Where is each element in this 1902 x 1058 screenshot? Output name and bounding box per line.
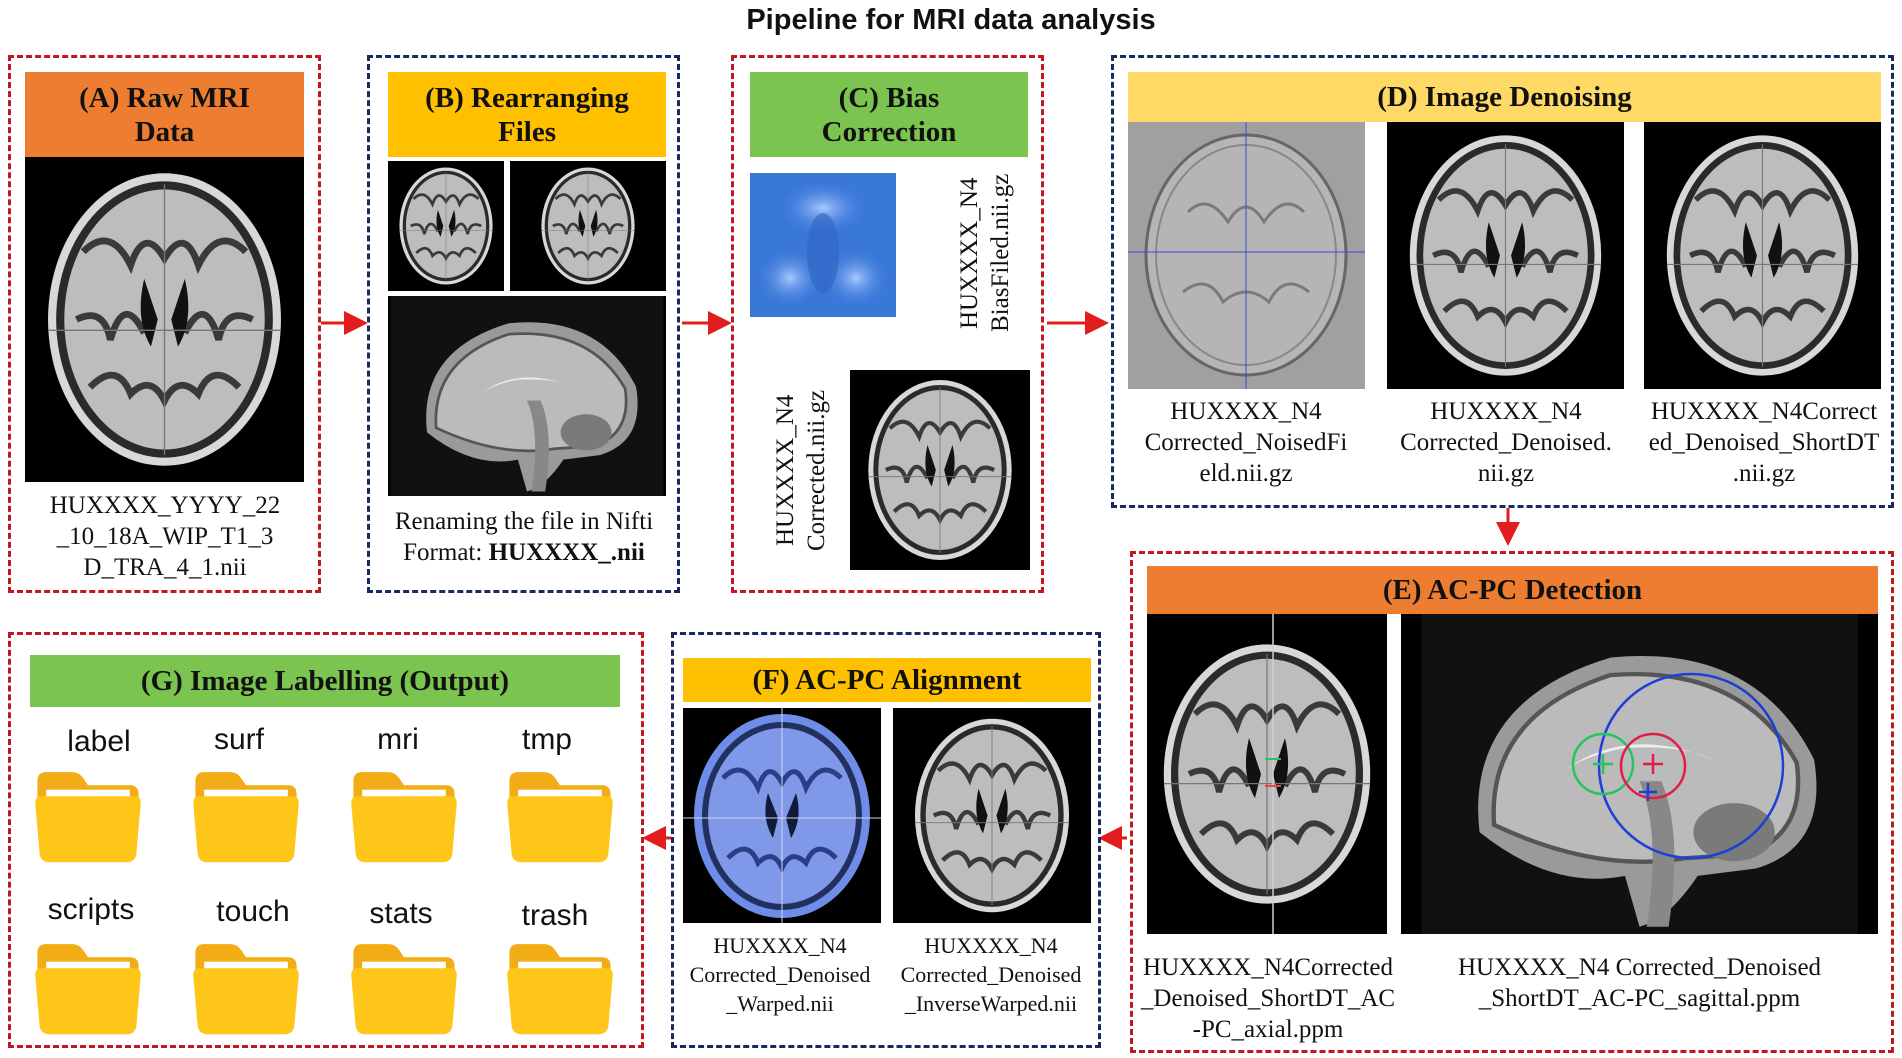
panel-e-header: (E) AC-PC Detection	[1147, 566, 1878, 614]
folder-label-surf: surf	[213, 723, 264, 756]
folder-label-label: label	[67, 725, 131, 758]
acpc-sagittal-caption: HUXXXX_N4 Corrected_Denoised _ShortDT_AC…	[1457, 954, 1822, 1012]
folder-scripts[interactable]	[33, 937, 143, 1037]
folder-trash[interactable]	[505, 937, 615, 1037]
acpc-sagittal-image	[1401, 614, 1878, 934]
folder-label-tmp: tmp	[521, 723, 572, 756]
folder-label[interactable]	[33, 765, 143, 865]
folder-label-scripts: scripts	[47, 893, 135, 926]
folder-icon	[35, 772, 141, 863]
denoise-caption-3: HUXXXX_N4Correct ed_Denoised_ShortDT .ni…	[1648, 398, 1880, 487]
panel-acpc-alignment: (F) AC-PC Alignment HUXXXX_N4 Corrected_…	[671, 632, 1101, 1048]
panel-b-header: (B) Rearranging Files	[388, 72, 666, 157]
denoise-caption-2: HUXXXX_N4 Corrected_Denoised. nii.gz	[1400, 398, 1612, 487]
panel-g-header: (G) Image Labelling (Output)	[30, 655, 620, 707]
folder-icon	[193, 772, 299, 863]
warped-caption: HUXXXX_N4 Corrected_Denoised _Warped.nii	[689, 933, 871, 1016]
folder-label-touch: touch	[216, 895, 290, 928]
folder-touch[interactable]	[191, 937, 301, 1037]
folder-icon	[193, 944, 299, 1035]
raw-mri-axial-image	[25, 157, 304, 482]
folder-tmp[interactable]	[505, 765, 615, 865]
corrected-axial-image	[850, 370, 1030, 570]
bias-field-image	[750, 173, 896, 317]
panel-bias-correction: (C) Bias Correction HUXXXX_N4 BiasFiled.…	[731, 55, 1044, 593]
corrected-label: HUXXXX_N4 Corrected.nii.gz	[772, 389, 830, 551]
folder-label-trash: trash	[521, 899, 589, 932]
panel-b-caption: Renaming the file in Nifti Format: HUXXX…	[394, 508, 654, 566]
page-title: Pipeline for MRI data analysis	[746, 4, 1156, 36]
panel-image-denoising: (D) Image Denoising HUXXXX_N4 Corrected_…	[1111, 55, 1894, 508]
panel-raw-mri: (A) Raw MRI Data HUXXXX_YYYY_22 _10_18A_…	[8, 55, 321, 593]
folder-icon	[35, 944, 141, 1035]
folder-icon	[351, 772, 457, 863]
folder-label-mri: mri	[377, 723, 419, 756]
folder-icon	[507, 944, 613, 1035]
inverse-warped-image	[893, 708, 1091, 923]
folder-surf[interactable]	[191, 765, 301, 865]
folder-icon	[507, 772, 613, 863]
warped-image	[683, 708, 881, 923]
sagittal-image	[388, 296, 666, 496]
panel-rearranging-files: (B) Rearranging Files Renaming the file …	[367, 55, 680, 593]
denoise-caption-1: HUXXXX_N4 Corrected_NoisedFi eld.nii.gz	[1144, 398, 1348, 487]
acpc-axial-caption: HUXXXX_N4Corrected _Denoised_ShortDT_AC …	[1140, 954, 1396, 1043]
acpc-axial-image	[1147, 614, 1387, 934]
denoised-image	[1387, 122, 1624, 389]
coronal-thumbnail-image	[510, 161, 666, 291]
panel-a-caption: HUXXXX_YYYY_22 _10_18A_WIP_T1_3 D_TRA_4_…	[49, 492, 281, 581]
inverse-warped-caption: HUXXXX_N4 Corrected_Denoised _InverseWar…	[900, 933, 1082, 1016]
axial-thumbnail-image	[388, 161, 504, 291]
panel-acpc-detection: (E) AC-PC Detection HUXXXX_N4Corrected _…	[1130, 551, 1894, 1053]
folder-mri[interactable]	[349, 765, 459, 865]
panel-a-header: (A) Raw MRI Data	[25, 72, 304, 157]
noised-field-image	[1128, 122, 1365, 389]
panel-d-header: (D) Image Denoising	[1128, 72, 1881, 122]
panel-f-header: (F) AC-PC Alignment	[683, 658, 1091, 702]
denoised-shortdt-image	[1644, 122, 1881, 389]
panel-image-labelling: (G) Image Labelling (Output) label surf …	[8, 632, 644, 1048]
folder-label-stats: stats	[369, 897, 433, 930]
folder-stats[interactable]	[349, 937, 459, 1037]
folder-icon	[351, 944, 457, 1035]
panel-c-header: (C) Bias Correction	[750, 72, 1028, 157]
bias-field-label: HUXXXX_N4 BiasFiled.nii.gz	[956, 173, 1014, 333]
